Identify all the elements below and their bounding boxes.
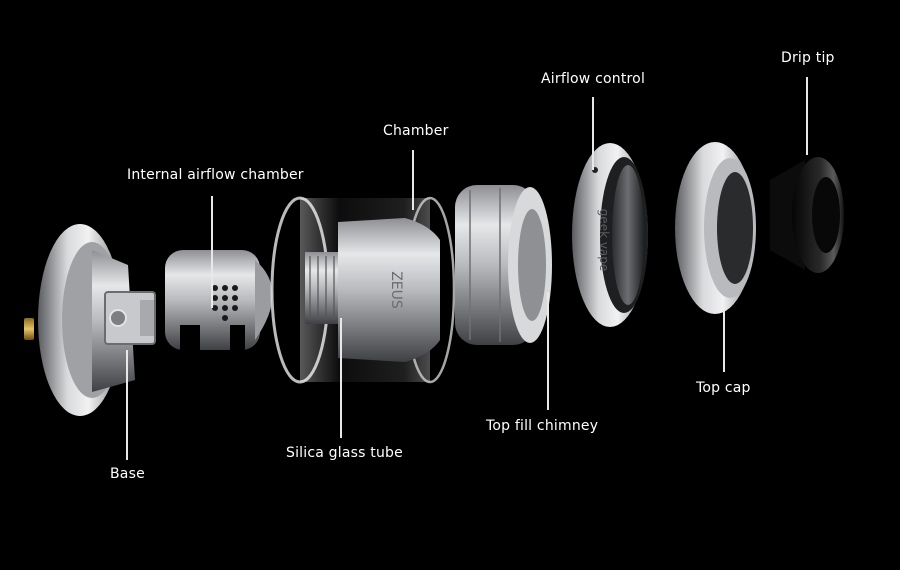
top-cap-label: Top cap	[696, 380, 751, 396]
internal-airflow-chamber-part	[165, 250, 273, 350]
chamber-part: ZEUS	[305, 218, 440, 362]
drip-tip-label: Drip tip	[781, 50, 835, 66]
silica-glass-tube-label: Silica glass tube	[286, 445, 403, 461]
top-fill-chimney-part	[455, 185, 552, 345]
airflow-ring-engraving: geek vape	[597, 209, 611, 272]
silica-glass-tube-leader-line	[340, 318, 342, 438]
base-label: Base	[110, 466, 145, 482]
drip-tip-leader-line	[806, 77, 808, 155]
drip-tip-part	[770, 157, 844, 273]
airflow-control-leader-line	[592, 97, 594, 170]
top-fill-chimney-label: Top fill chimney	[486, 418, 599, 434]
top-cap-part	[675, 142, 756, 314]
top-fill-chimney-leader-line	[547, 292, 549, 410]
chamber-leader-line	[412, 150, 414, 210]
airflow-control-part: geek vape	[572, 143, 648, 327]
chamber-label: Chamber	[383, 123, 449, 139]
internal-airflow-chamber-label: Internal airflow chamber	[127, 167, 304, 183]
base-part	[24, 224, 156, 416]
airflow-control-label: Airflow control	[541, 71, 646, 87]
internal-airflow-chamber-leader-line	[211, 196, 213, 308]
chamber-engraving: ZEUS	[388, 271, 404, 309]
top-cap-leader-line	[723, 310, 725, 372]
base-leader-line	[126, 350, 128, 460]
